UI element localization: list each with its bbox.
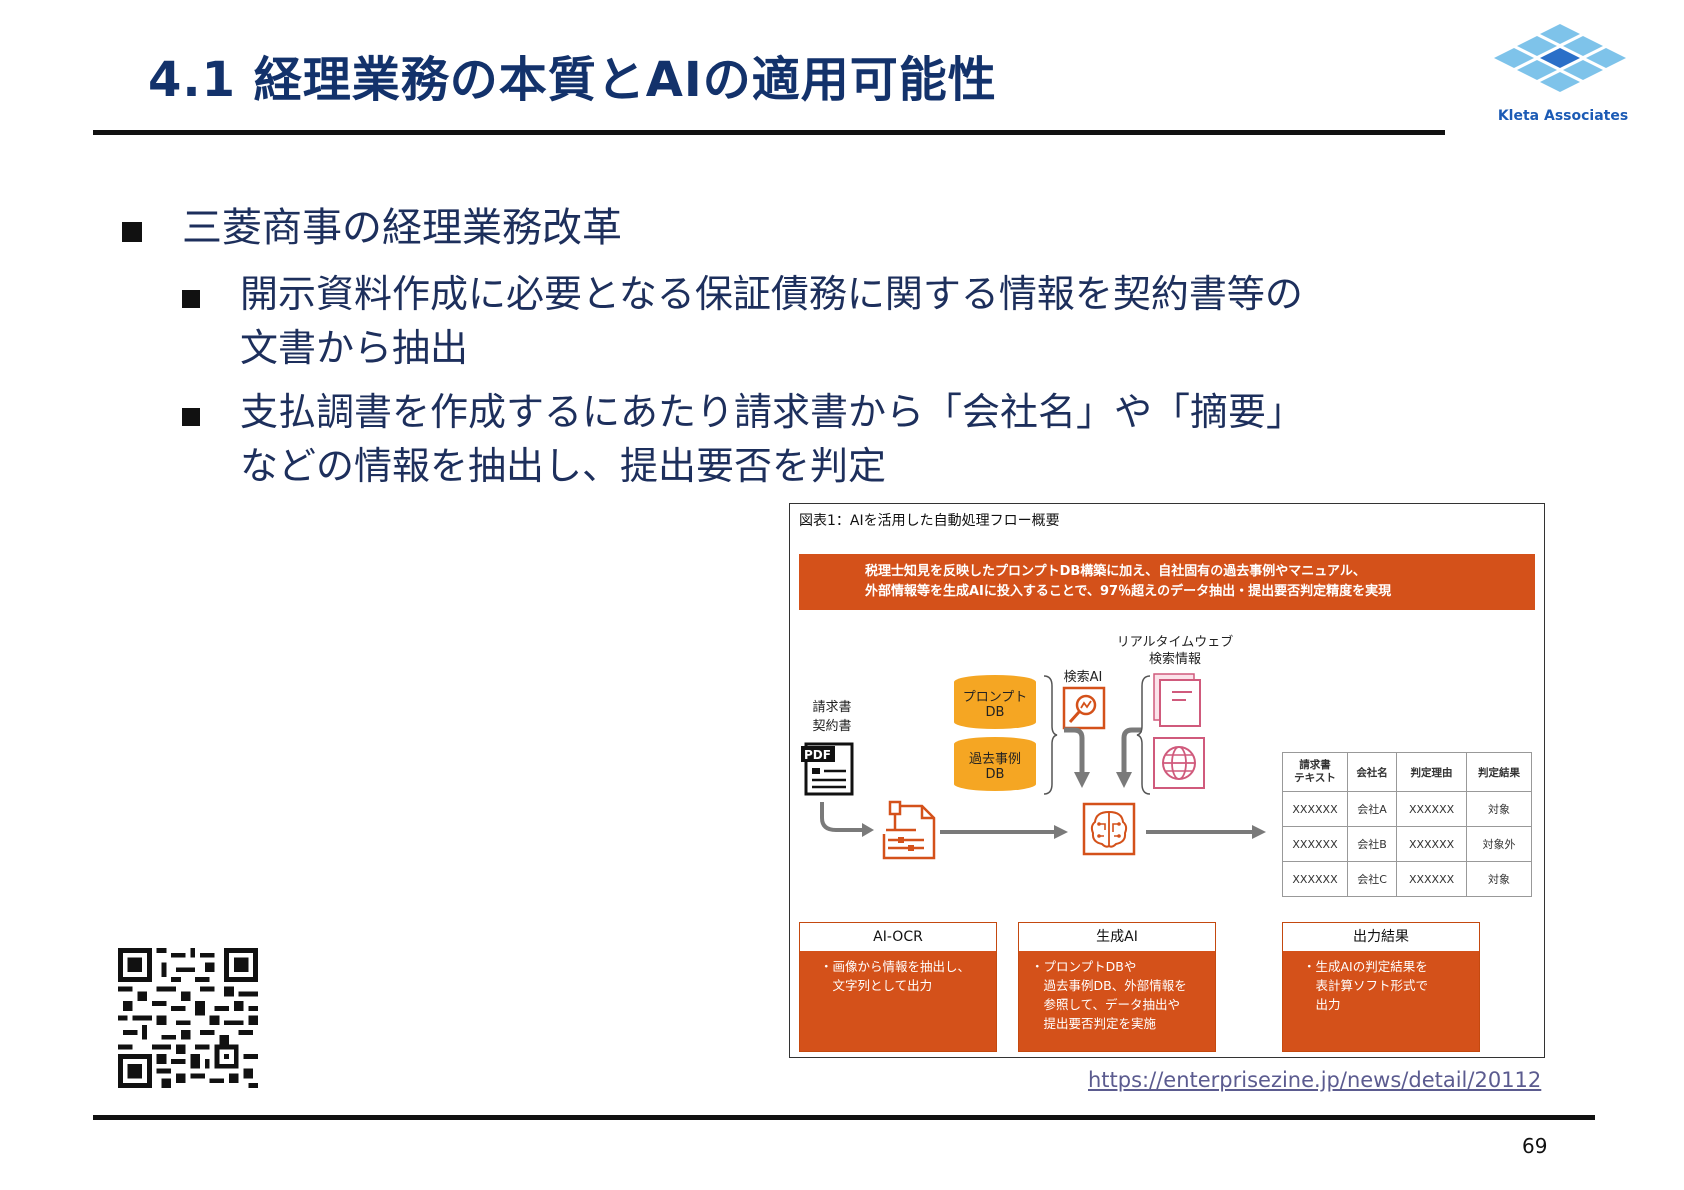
sub-bullet-2-line1: 支払調書を作成するにあたり請求書から「会社名」や「摘要」 <box>240 390 1305 434</box>
banner-line-1: 税理士知見を反映したプロンプトDB構築に加え、自社固有の過去事例やマニュアル、 <box>865 564 1366 579</box>
flow-figure: 図表1：AIを活用した自動処理フロー概要 税理士知見を反映したプロンプトDB構築… <box>789 503 1545 1058</box>
table-cell: 対象 <box>1465 861 1533 897</box>
table-row: XXXXXX 会社C XXXXXX 対象 <box>1282 861 1533 897</box>
sub-bullet-2: 支払調書を作成するにあたり請求書から「会社名」や「摘要」 などの情報を抽出し、提… <box>240 385 1530 493</box>
table-cell: 対象 <box>1465 791 1533 827</box>
sub-bullet-2-line2: などの情報を抽出し、提出要否を判定 <box>240 444 887 488</box>
bullet-square <box>182 408 200 426</box>
bracket-icon <box>1136 675 1151 795</box>
table-cell: XXXXXX <box>1396 791 1467 827</box>
table-cell: 対象外 <box>1465 826 1533 862</box>
gen-ai-box-body: ・プロンプトDBや 過去事例DB、外部情報を 参照して、データ抽出や 提出要否判… <box>1031 959 1187 1031</box>
input-label: 請求書 契約書 <box>812 700 852 734</box>
search-ai-label: 検索AI <box>1063 670 1103 685</box>
table-cell: XXXXXX <box>1282 826 1348 862</box>
table-cell: XXXXXX <box>1282 861 1348 897</box>
table-row: XXXXXX 会社A XXXXXX 対象 <box>1282 791 1533 827</box>
prompt-db-label: プロンプト DB <box>962 690 1028 720</box>
table-cell: XXXXXX <box>1396 826 1467 862</box>
ai-ocr-box: AI-OCR ・画像から情報を抽出し、 文字列として出力 <box>799 922 997 1052</box>
table-header-cell: 請求書 テキスト <box>1282 752 1348 792</box>
ocr-scanner-icon <box>882 800 936 860</box>
sub-bullet-1-line1: 開示資料作成に必要となる保証債務に関する情報を契約書等の <box>240 272 1303 316</box>
title-divider <box>93 130 1445 135</box>
ai-ocr-box-body: ・画像から情報を抽出し、 文字列として出力 <box>820 959 971 993</box>
gen-ai-box-title: 生成AI <box>1019 923 1215 951</box>
banner-line-2: 外部情報等を生成AIに投入することで、97％超えのデータ抽出・提出要否判定精度を… <box>865 584 1392 599</box>
table-header-cell: 判定理由 <box>1396 752 1467 792</box>
output-box: 出力結果 ・生成AIの判定結果を 表計算ソフト形式で 出力 <box>1282 922 1480 1052</box>
table-cell: 会社A <box>1346 791 1398 827</box>
logo-icon <box>1494 24 1626 92</box>
bullet-square <box>122 222 142 242</box>
table-cell: XXXXXX <box>1282 791 1348 827</box>
web-document-icon <box>1153 673 1201 727</box>
output-box-body: ・生成AIの判定結果を 表計算ソフト形式で 出力 <box>1303 959 1429 1012</box>
bracket-icon <box>1043 675 1058 795</box>
globe-icon <box>1153 737 1205 789</box>
figure-caption: 図表1：AIを活用した自動処理フロー概要 <box>799 513 1060 529</box>
logo-text: Kleta Associates <box>1497 108 1629 124</box>
table-row: XXXXXX 会社B XXXXXX 対象外 <box>1282 826 1533 862</box>
bullet-square <box>182 290 200 308</box>
pdf-label: PDF <box>804 748 831 762</box>
arrow-icon <box>940 825 1068 839</box>
main-bullet: 三菱商事の経理業務改革 <box>182 205 622 251</box>
qr-code-icon[interactable] <box>118 948 258 1088</box>
output-box-title: 出力結果 <box>1283 923 1479 951</box>
page-title: 4.1 経理業務の本質とAIの適用可能性 <box>148 52 997 108</box>
search-ai-icon <box>1062 686 1106 730</box>
footer-divider <box>93 1115 1595 1120</box>
page-number: 69 <box>1522 1134 1548 1158</box>
arrow-icon <box>820 802 874 837</box>
sub-bullet-1: 開示資料作成に必要となる保証債務に関する情報を契約書等の 文書から抽出 <box>240 267 1530 375</box>
table-header-cell: 判定結果 <box>1465 752 1533 792</box>
table-header-row: 請求書 テキスト 会社名 判定理由 判定結果 <box>1282 752 1533 792</box>
ai-brain-icon <box>1082 802 1136 856</box>
table-cell: 会社C <box>1346 861 1398 897</box>
past-cases-db-label: 過去事例 DB <box>968 752 1021 782</box>
database-icon <box>954 675 1036 791</box>
gen-ai-box: 生成AI ・プロンプトDBや 過去事例DB、外部情報を 参照して、データ抽出や … <box>1018 922 1216 1052</box>
figure-banner: 税理士知見を反映したプロンプトDB構築に加え、自社固有の過去事例やマニュアル、 … <box>799 554 1535 610</box>
arrow-icon <box>1064 727 1142 788</box>
arrow-icon <box>1146 825 1266 839</box>
sub-bullet-1-line2: 文書から抽出 <box>240 326 469 370</box>
table-cell: 会社B <box>1346 826 1398 862</box>
pdf-document-icon: PDF <box>801 742 854 796</box>
table-cell: XXXXXX <box>1396 861 1467 897</box>
source-link[interactable]: https://enterprisezine.jp/news/detail/20… <box>1088 1068 1542 1092</box>
realtime-web-label: リアルタイムウェブ 検索情報 <box>1116 635 1234 667</box>
result-table: 請求書 テキスト 会社名 判定理由 判定結果 XXXXXX 会社A XXXXXX… <box>1282 752 1533 897</box>
table-header-cell: 会社名 <box>1346 752 1398 792</box>
ai-ocr-box-title: AI-OCR <box>800 923 996 951</box>
